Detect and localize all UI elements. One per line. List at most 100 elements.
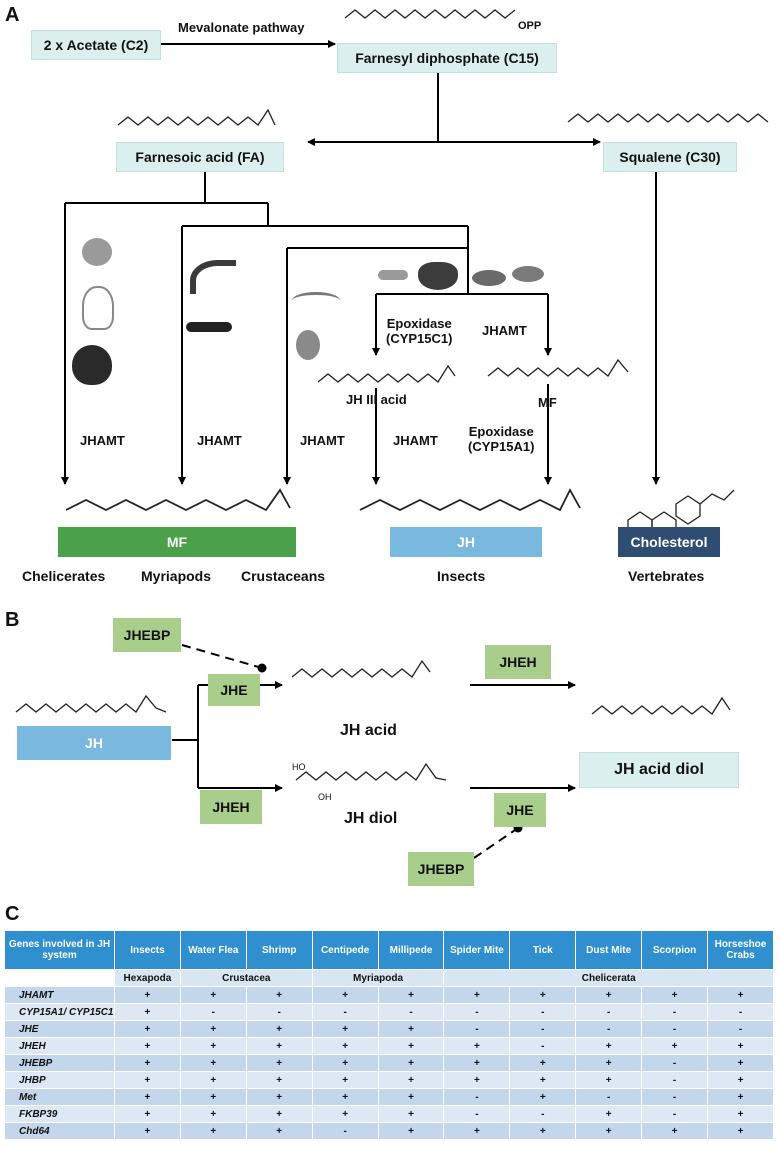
jh-acid-diol-box: JH acid diol bbox=[579, 752, 739, 788]
jh-molecule bbox=[359, 488, 581, 512]
acetate-box: 2 x Acetate (C2) bbox=[31, 30, 161, 60]
presence-cell: - bbox=[509, 1020, 577, 1038]
presence-cell: - bbox=[509, 1037, 577, 1055]
jh-diol-label: JH diol bbox=[344, 810, 398, 827]
oh-label: OH bbox=[318, 792, 332, 802]
header-tick: Tick bbox=[509, 930, 577, 970]
table-row: JHAMT++++++++++ bbox=[4, 986, 774, 1004]
presence-cell: + bbox=[707, 1122, 774, 1140]
table-row: JHBP++++++++-+ bbox=[4, 1071, 774, 1089]
presence-cell: + bbox=[377, 986, 445, 1004]
presence-cell: + bbox=[114, 1088, 181, 1106]
presence-cell: + bbox=[575, 1071, 643, 1089]
epoxidase-cyp15a1: Epoxidase (CYP15A1) bbox=[468, 424, 535, 454]
squalene-box: Squalene (C30) bbox=[603, 142, 737, 172]
panel-a-letter: A bbox=[5, 4, 20, 26]
presence-cell: + bbox=[377, 1122, 445, 1140]
presence-cell: + bbox=[114, 1020, 181, 1038]
presence-cell: + bbox=[245, 1020, 313, 1038]
header-shrimp: Shrimp bbox=[245, 930, 313, 970]
presence-cell: + bbox=[377, 1105, 445, 1123]
presence-cell: + bbox=[245, 1105, 313, 1123]
table-row: JHEH++++++-+++ bbox=[4, 1037, 774, 1055]
larva-icon bbox=[378, 270, 408, 280]
presence-cell: - bbox=[707, 1020, 774, 1038]
presence-cell: + bbox=[575, 1037, 643, 1055]
jh-diol-molecule bbox=[295, 762, 447, 781]
jhe-top: JHE bbox=[208, 674, 260, 706]
presence-cell: + bbox=[509, 1071, 577, 1089]
presence-cell: - bbox=[641, 1003, 709, 1021]
presence-cell: + bbox=[179, 1105, 247, 1123]
jheh-top: JHEH bbox=[485, 645, 551, 679]
presence-cell: + bbox=[641, 986, 709, 1004]
presence-cell: - bbox=[641, 1105, 709, 1123]
jh-acid-label: JH acid bbox=[340, 722, 397, 739]
presence-cell: + bbox=[575, 986, 643, 1004]
taxon-group: Chelicerata bbox=[443, 969, 774, 987]
presence-cell: + bbox=[443, 1122, 511, 1140]
mf-insect-label: MF bbox=[538, 395, 557, 410]
ho-label: HO bbox=[292, 762, 306, 772]
presence-cell: - bbox=[377, 1003, 445, 1021]
presence-cell: + bbox=[377, 1088, 445, 1106]
centipede-icon bbox=[190, 260, 236, 294]
gene-name: JHE bbox=[4, 1020, 115, 1038]
insects-label: Insects bbox=[437, 568, 486, 584]
table-row: Chd64+++-++++++ bbox=[4, 1122, 774, 1140]
table-row: Met+++++-+--+ bbox=[4, 1088, 774, 1106]
presence-cell: - bbox=[641, 1071, 709, 1089]
epoxidase-cyp15c1: Epoxidase (CYP15C1) bbox=[386, 316, 453, 346]
presence-cell: + bbox=[509, 1088, 577, 1106]
butterfly-icon bbox=[418, 262, 458, 290]
presence-cell: + bbox=[245, 1088, 313, 1106]
grasshopper-icon bbox=[512, 266, 544, 282]
presence-cell: + bbox=[443, 1037, 511, 1055]
presence-cell: - bbox=[509, 1105, 577, 1123]
presence-cell: + bbox=[179, 1122, 247, 1140]
taxon-group: Hexapoda bbox=[114, 969, 181, 987]
table-header-row: Genes involved in JH system Insects Wate… bbox=[4, 930, 774, 970]
fa-box: Farnesoic acid (FA) bbox=[116, 142, 284, 172]
gene-name: CYP15A1/ CYP15C1 bbox=[4, 1003, 115, 1021]
gene-name: Met bbox=[4, 1088, 115, 1106]
squalene-molecule bbox=[567, 113, 769, 123]
panel-b-letter: B bbox=[5, 609, 20, 631]
jhe-bottom: JHE bbox=[494, 793, 546, 827]
header-spider-mite: Spider Mite bbox=[443, 930, 511, 970]
gene-name: JHEBP bbox=[4, 1054, 115, 1072]
jhamt-insect: JHAMT bbox=[482, 323, 527, 338]
presence-cell: + bbox=[509, 1054, 577, 1072]
presence-cell: + bbox=[311, 1088, 379, 1106]
jh3-acid-label: JH III acid bbox=[346, 392, 407, 407]
jheh-bottom: JHEH bbox=[200, 790, 262, 824]
horseshoe-crab-icon bbox=[72, 345, 112, 385]
presence-cell: + bbox=[114, 1122, 181, 1140]
jhamt-chelicerates: JHAMT bbox=[80, 433, 125, 448]
presence-cell: + bbox=[707, 986, 774, 1004]
presence-cell: + bbox=[245, 1122, 313, 1140]
chelicerates-label: Chelicerates bbox=[22, 568, 106, 584]
table-row: JHEBP++++++++-+ bbox=[4, 1054, 774, 1072]
gene-name: JHBP bbox=[4, 1071, 115, 1089]
presence-cell: + bbox=[575, 1105, 643, 1123]
presence-cell: - bbox=[509, 1003, 577, 1021]
presence-cell: + bbox=[707, 1071, 774, 1089]
presence-cell: - bbox=[311, 1003, 379, 1021]
jh-acid-molecule bbox=[291, 659, 431, 678]
presence-cell: + bbox=[443, 1071, 511, 1089]
mf-bar: MF bbox=[58, 527, 296, 557]
taxon-group: Crustacea bbox=[179, 969, 313, 987]
group-empty-cell bbox=[4, 969, 115, 987]
presence-cell: + bbox=[443, 1054, 511, 1072]
gene-name: FKBP39 bbox=[4, 1105, 115, 1123]
gene-name: JHAMT bbox=[4, 986, 115, 1004]
fpp-molecule bbox=[344, 9, 516, 19]
water-flea-icon bbox=[296, 330, 320, 360]
header-genes: Genes involved in JH system bbox=[4, 930, 115, 970]
presence-cell: - bbox=[641, 1088, 709, 1106]
myriapods-label: Myriapods bbox=[141, 568, 212, 584]
presence-cell: + bbox=[311, 1054, 379, 1072]
jh-bar: JH bbox=[390, 527, 542, 557]
